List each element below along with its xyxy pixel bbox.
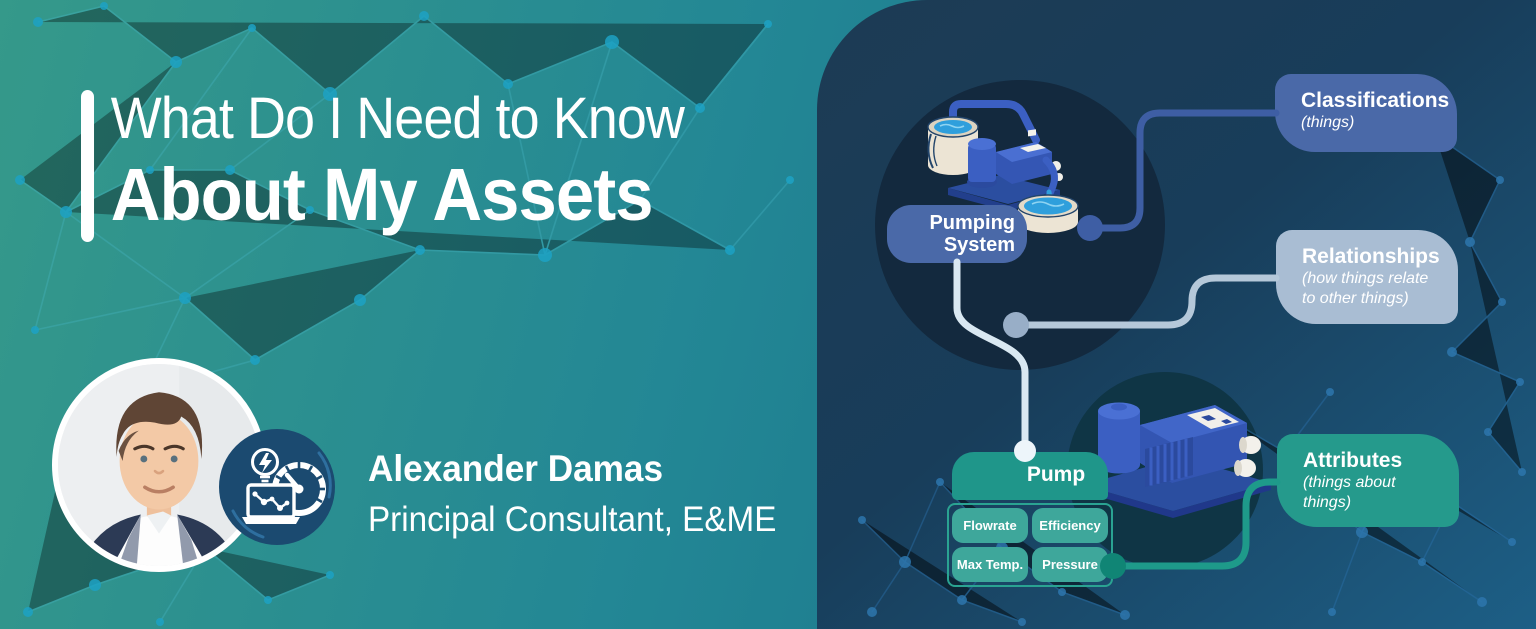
- speaker-role: Principal Consultant, E&ME: [368, 500, 777, 539]
- pumping-system-node: Pumping System: [887, 205, 1027, 263]
- callout-classifications-title: Classifications: [1301, 89, 1450, 112]
- title-accent-bar: [81, 90, 95, 242]
- callout-relationships-subtitle: (how things relate to other things): [1302, 270, 1429, 307]
- callout-relationships: Relationships (how things relate to othe…: [1276, 230, 1458, 324]
- callout-classifications-subtitle: (things): [1301, 114, 1355, 131]
- attribute-chip-flowrate: Flowrate: [952, 508, 1028, 543]
- pump-attributes-group: Flowrate Efficiency Max Temp. Pressure: [947, 503, 1113, 587]
- attribute-chip-efficiency: Efficiency: [1032, 508, 1108, 543]
- attribute-chip-pressure: Pressure: [1032, 547, 1108, 582]
- capability-badge: [219, 429, 335, 545]
- callout-attributes: Attributes (things about things): [1277, 434, 1459, 527]
- title-block: What Do I Need to Know About My Assets: [81, 86, 685, 242]
- title-line-2: About My Assets: [110, 153, 654, 236]
- title-line-1: What Do I Need to Know: [110, 86, 685, 151]
- speaker-name: Alexander Damas: [368, 448, 664, 489]
- laptop-analytics-icon: [242, 483, 300, 524]
- callout-attributes-subtitle: (things about things): [1303, 474, 1396, 511]
- pumping-system-label-line2: System: [943, 234, 1015, 256]
- right-panel: Pumping System Pump Flowrate Efficiency …: [817, 0, 1536, 629]
- callout-relationships-title: Relationships: [1302, 245, 1440, 268]
- pumping-system-illustration: [927, 100, 1079, 233]
- attribute-chip-max-temp: Max Temp.: [952, 547, 1028, 582]
- speaker-text: Alexander Damas Principal Consultant, E&…: [368, 446, 776, 542]
- callout-attributes-title: Attributes: [1303, 449, 1403, 472]
- speaker-portrait-illustration: [58, 364, 260, 566]
- pump-node: Pump: [952, 452, 1108, 500]
- pump-illustration: [1083, 402, 1271, 518]
- pump-label: Pump: [1026, 463, 1086, 486]
- lightbulb-bolt-icon: [251, 448, 279, 483]
- callout-classifications: Classifications (things): [1275, 74, 1457, 152]
- pumping-system-label-line1: Pumping: [929, 212, 1015, 234]
